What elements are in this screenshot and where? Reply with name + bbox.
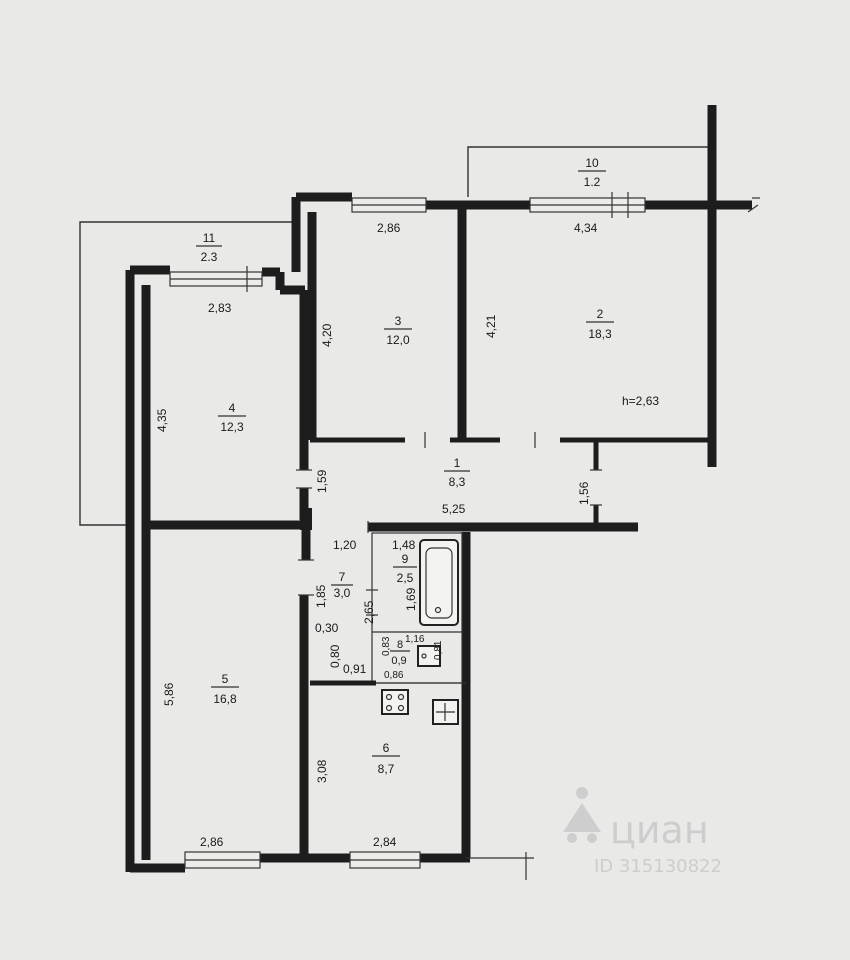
cian-logo-icon [563,787,601,843]
dim-bath-wall: 2,65 [362,600,376,624]
dim-r5-width: 2,86 [200,835,224,849]
room-2-number: 2 [597,307,604,321]
room-1-area: 8,3 [449,475,466,489]
room-1-number: 1 [454,456,461,470]
washbasin [417,645,441,667]
room-8-number: 8 [397,639,403,651]
doors [296,432,602,616]
room-9-area: 2,5 [397,571,414,585]
windows [169,192,646,869]
dim-r2-width: 4,34 [574,221,598,235]
walls [125,105,760,880]
dim-niche-h: 0,80 [328,644,342,668]
dim-hall-width: 5,25 [442,502,466,516]
dim-niche-d: 0,91 [343,662,367,676]
dimension-labels: 4,34 4,21 h=2,63 2,86 4,20 2,83 4,35 5,2… [155,221,659,849]
dim-r2-depth: 4,21 [484,314,498,338]
room-10-area: 1.2 [584,175,601,189]
balcony-10-outline [467,146,714,197]
room-5-area: 16,8 [213,692,237,706]
dim-wc-right: 0,81 [433,640,444,660]
dim-wc-left: 0,83 [381,636,392,656]
dim-wc-width: 1,16 [405,634,425,645]
dim-wc-bottom: 0,86 [384,670,404,681]
room-4-area: 12,3 [220,420,244,434]
bathtub [419,539,459,626]
watermark-id: ID 315130822 [594,856,722,877]
dim-bath-depth: 1,69 [404,587,418,611]
dim-r3-depth: 4,20 [320,323,334,347]
dim-r4-width: 2,83 [208,301,232,315]
dim-r6-width: 2,84 [373,835,397,849]
watermark-brand: циан [610,808,709,852]
room-9-number: 9 [402,552,409,566]
room-7-number: 7 [339,570,346,584]
room-10-number: 10 [585,156,599,170]
balcony-11-outline [79,221,292,526]
room-7-area: 3,0 [334,586,351,600]
room-labels: 1 8,3 2 18,3 3 12,0 4 12,3 5 16,8 6 8,7 … [196,156,614,776]
room-3-number: 3 [395,314,402,328]
dim-ceiling-height: h=2,63 [622,394,659,408]
room-6-number: 6 [383,741,390,755]
dim-bath-width: 1,48 [392,538,416,552]
room-11-number: 11 [203,231,216,245]
dim-hall-right: 1,56 [577,481,591,505]
room-3-area: 12,0 [386,333,410,347]
stove [381,689,409,715]
room-6-area: 8,7 [378,762,395,776]
dim-corr-width: 1,20 [333,538,357,552]
room-4-number: 4 [229,401,236,415]
watermark: циан ID 315130822 [563,787,722,877]
room-8-area: 0,9 [391,655,406,667]
fixtures [381,539,459,725]
dim-r3-width: 2,86 [377,221,401,235]
room-2-area: 18,3 [588,327,612,341]
dim-niche-w: 0,30 [315,621,339,635]
dim-r4-depth: 4,35 [155,408,169,432]
dim-r5-depth: 5,86 [162,682,176,706]
dim-corr-depth: 1,85 [314,584,328,608]
dim-r6-depth: 3,08 [315,759,329,783]
room-5-number: 5 [222,672,229,686]
dim-hall-left: 1,59 [315,469,329,493]
room-11-area: 2.3 [201,250,218,264]
